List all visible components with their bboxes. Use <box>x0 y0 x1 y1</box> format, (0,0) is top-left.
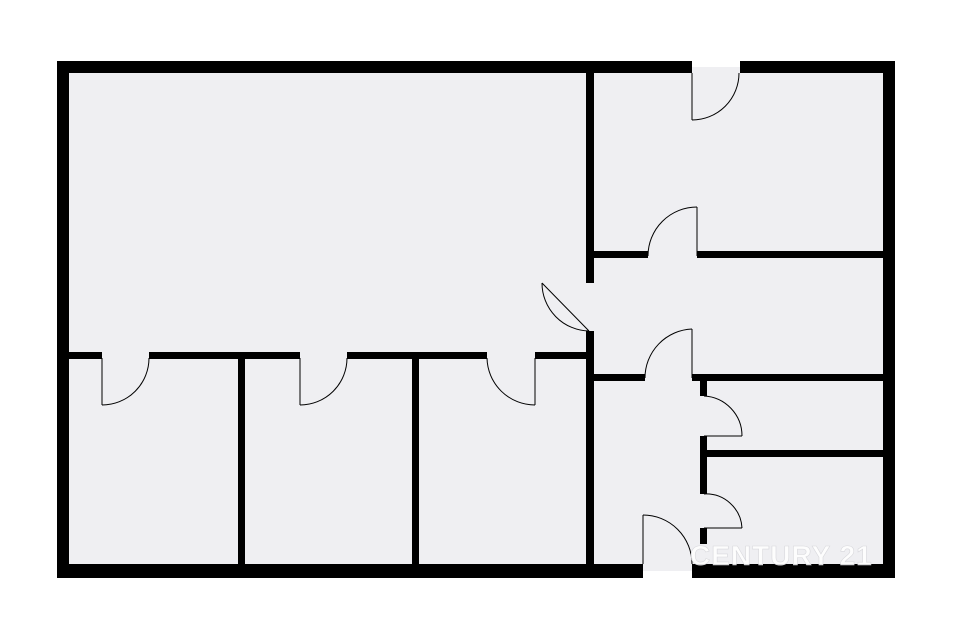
wall-top-left <box>57 61 692 73</box>
door-lower-room-1 <box>101 357 150 406</box>
door-lower-room-3 <box>486 357 536 406</box>
wall-right-h3 <box>704 450 887 457</box>
wall-small-rooms-v1 <box>700 378 707 396</box>
doors <box>101 72 743 565</box>
door-top-entrance <box>691 72 740 121</box>
wall-lower-sep-2 <box>412 355 419 567</box>
wall-lower-sep-1 <box>238 355 245 567</box>
wall-right-h1-a <box>590 251 648 258</box>
wall-right-h2-b <box>692 374 887 381</box>
wall-right <box>883 61 895 578</box>
wall-right-h2-a <box>590 374 645 381</box>
wall-bottom-right <box>692 564 895 578</box>
interior-walls <box>64 67 887 567</box>
watermark-century21: CENTURY 21 <box>690 540 873 571</box>
wall-right-h1-b <box>697 251 887 258</box>
door-small-room-upper <box>703 395 743 437</box>
wall-lower-rooms-a <box>64 352 102 359</box>
wall-lower-rooms-d <box>535 352 590 359</box>
door-bottom-entrance <box>642 514 693 565</box>
wall-bottom-left <box>57 564 643 578</box>
door-small-room-lower <box>703 493 743 529</box>
wall-main-partition-upper <box>586 67 594 283</box>
wall-small-rooms-v2 <box>700 436 707 494</box>
door-middle-right-room <box>644 328 693 379</box>
wall-lower-rooms-b <box>149 352 300 359</box>
floor-area <box>64 67 888 571</box>
wall-main-partition-lower <box>586 331 594 567</box>
wall-left <box>57 61 69 578</box>
wall-small-rooms-v3 <box>700 528 707 544</box>
door-upper-right-room <box>647 206 698 257</box>
door-lower-room-2 <box>299 357 348 406</box>
exterior-walls <box>57 61 895 578</box>
wall-top-right <box>740 61 895 73</box>
door-main-partition <box>541 282 590 332</box>
